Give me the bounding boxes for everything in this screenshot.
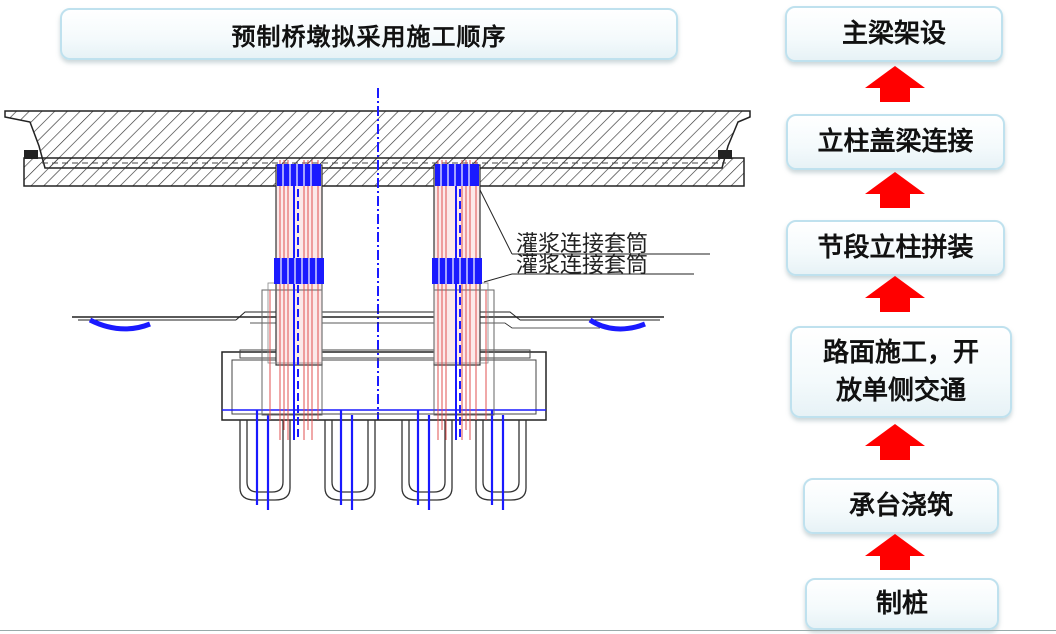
sleeve-label-lower: 灌浆连接套筒	[516, 253, 648, 278]
step-box-3: 节段立柱拼装	[786, 220, 1005, 276]
step-label-line-2: 放单侧交通	[835, 376, 966, 406]
step-label: 主梁架设	[841, 19, 946, 49]
piles	[239, 410, 527, 510]
step-box-5: 承台浇筑	[803, 478, 999, 534]
title-box: 预制桥墩拟采用施工顺序	[60, 8, 678, 60]
step-label: 承台浇筑	[848, 491, 953, 521]
step-box-4: 路面施工，开 放单侧交通	[790, 326, 1012, 418]
left-column	[261, 160, 324, 440]
step-label: 节段立柱拼装	[817, 233, 974, 263]
right-column	[432, 160, 495, 440]
label-leader-lines	[479, 189, 710, 283]
step-box-2: 立柱盖梁连接	[786, 114, 1005, 170]
pier-drawing: 灌浆连接套筒 灌浆连接套筒	[4, 88, 751, 510]
road-surface	[72, 311, 664, 332]
slide-bottom-border	[0, 630, 1056, 631]
step-label: 制桩	[875, 589, 928, 619]
step-label: 立柱盖梁连接	[817, 127, 974, 157]
step-box-6: 制桩	[805, 578, 999, 630]
sleeve-label-upper: 灌浆连接套筒	[516, 232, 648, 257]
diagram-title: 预制桥墩拟采用施工顺序	[231, 22, 507, 51]
step-box-1: 主梁架设	[785, 6, 1003, 62]
deck-girder	[4, 110, 751, 187]
step-label-line-1: 路面施工，开	[822, 338, 979, 368]
pile-cap	[221, 349, 547, 421]
